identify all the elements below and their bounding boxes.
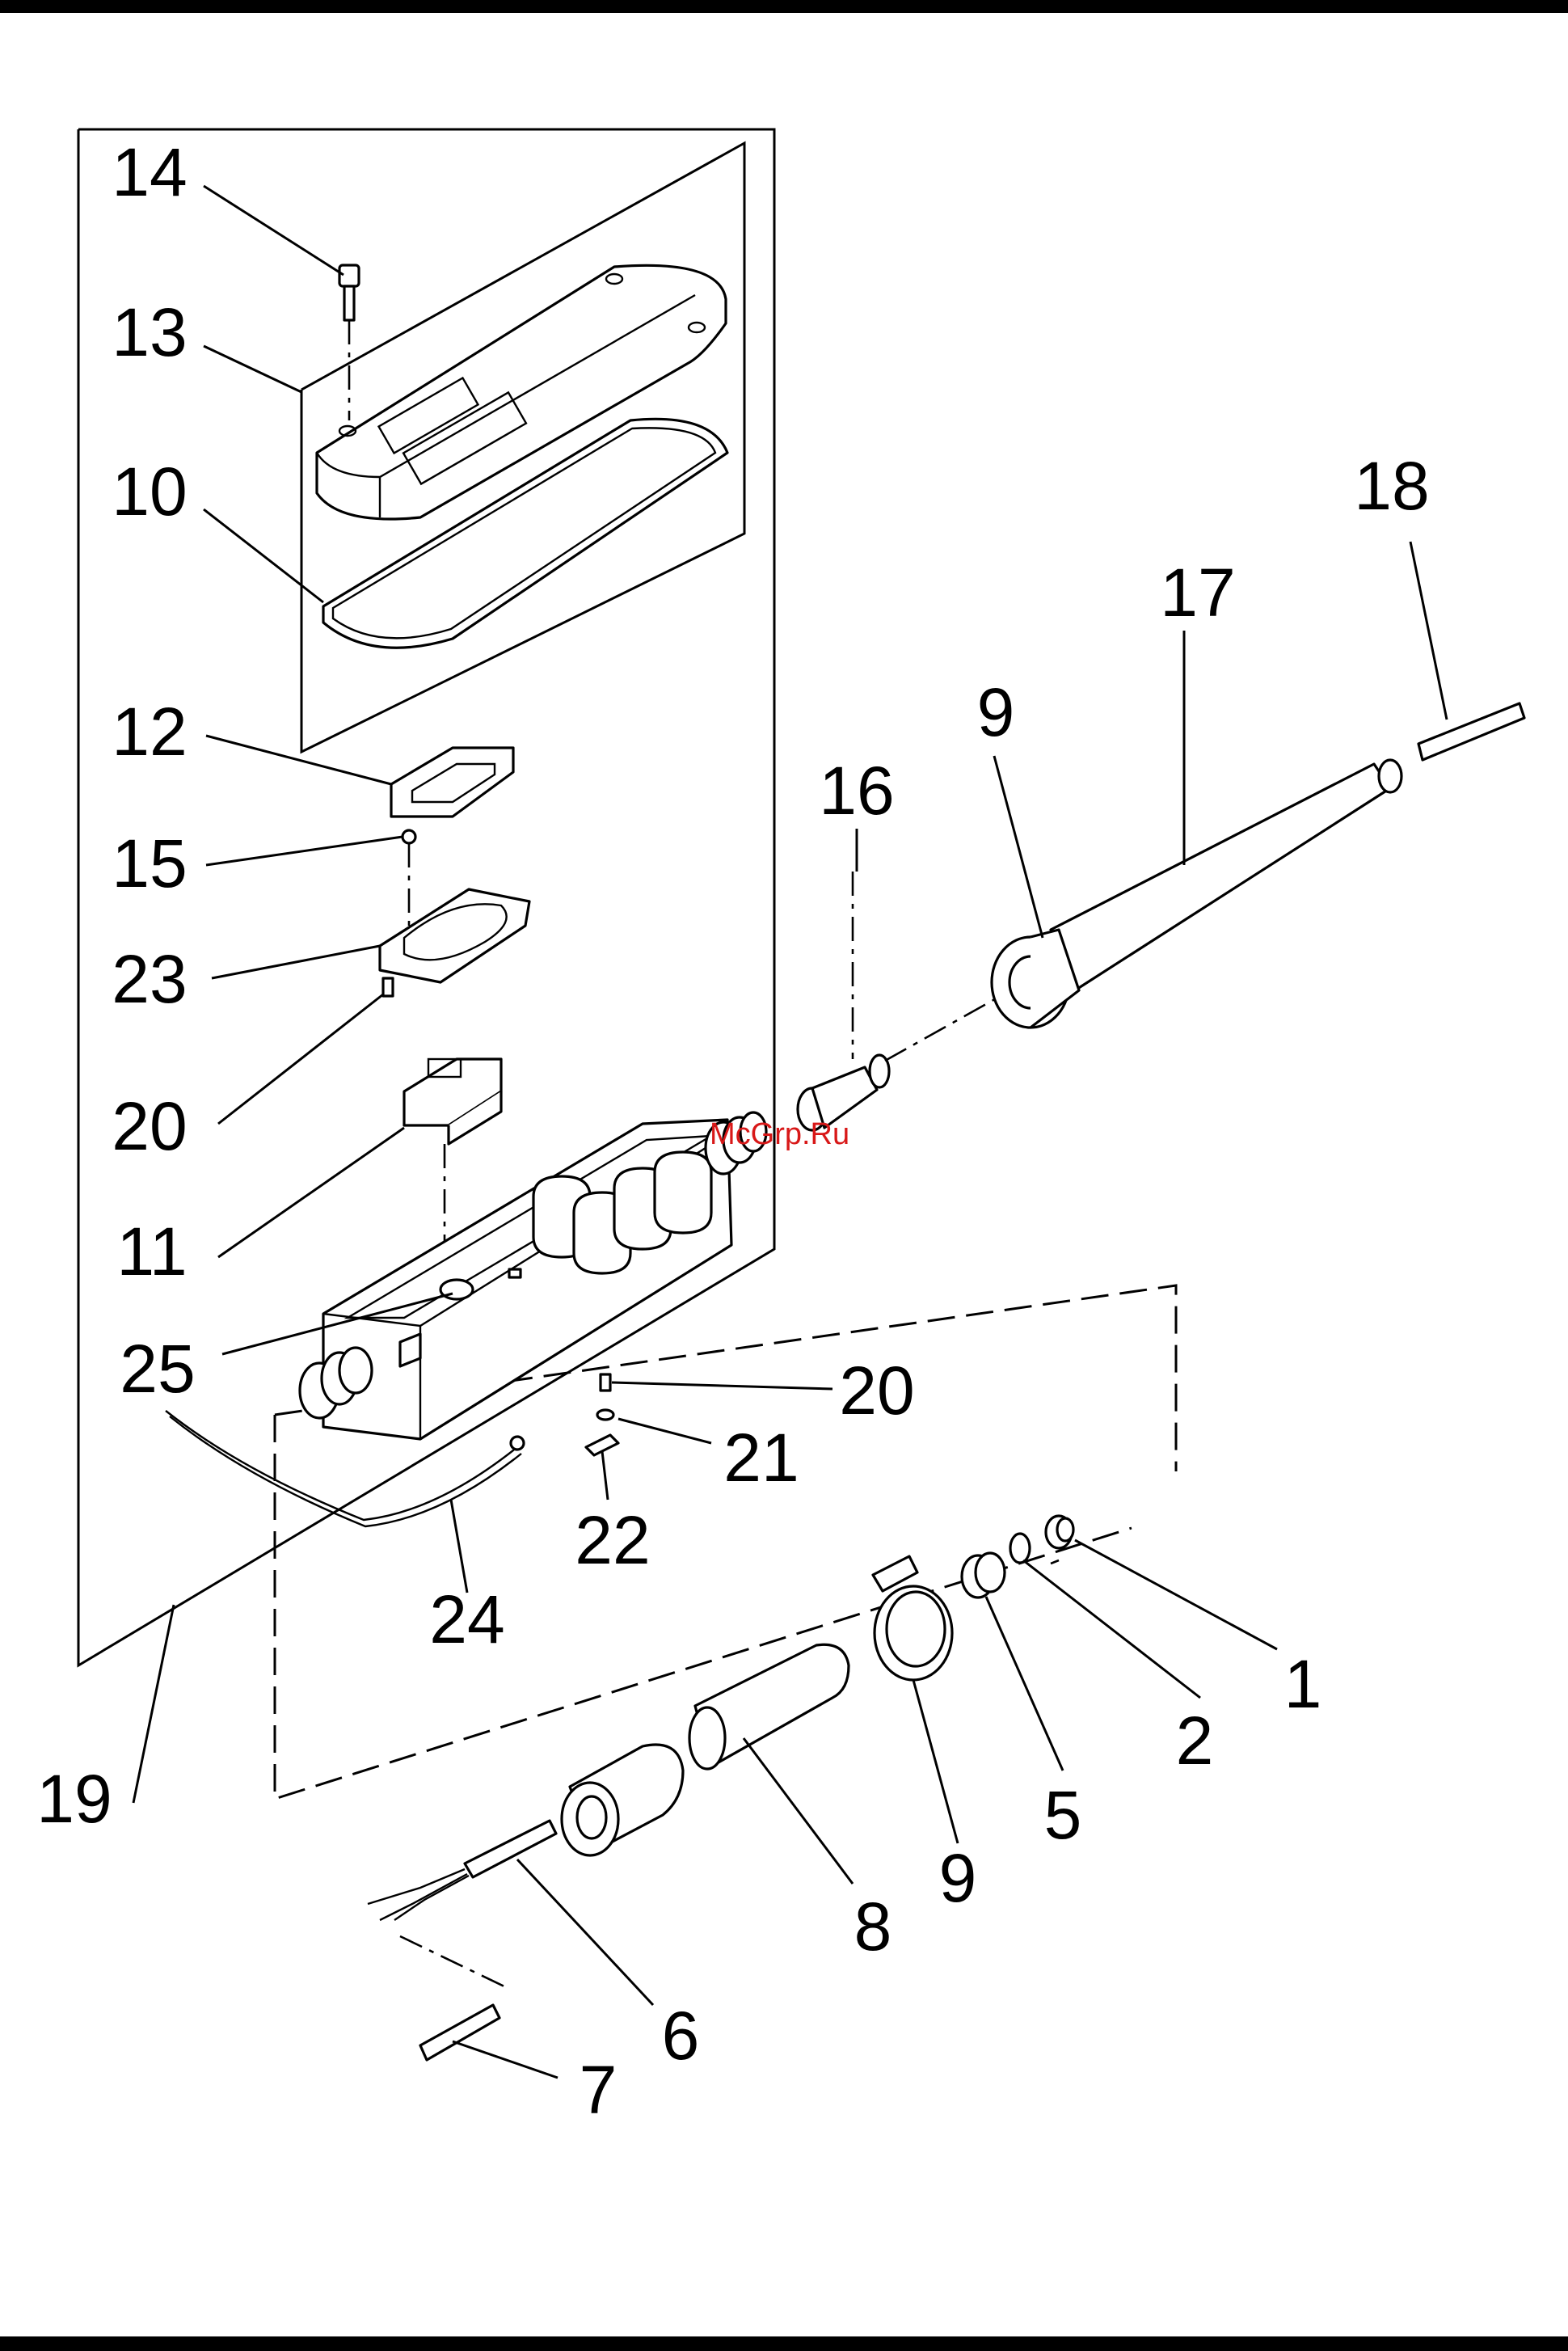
callout-21: 21: [723, 1420, 799, 1496]
strain-relief-sleeve: [992, 760, 1402, 1028]
threaded-fitting-part: [962, 1553, 1005, 1598]
set-screw-part: [383, 978, 393, 996]
protective-tube-part: [689, 1644, 849, 1769]
power-cable-part: [368, 1821, 556, 1989]
callout-25: 25: [120, 1331, 195, 1407]
callout-15: 15: [112, 825, 187, 901]
switch-frame-part: [380, 889, 529, 982]
callout-5: 5: [1044, 1777, 1082, 1853]
callout-23: 23: [112, 941, 187, 1017]
cable-sleeve-part: [420, 2005, 499, 2060]
callout-2: 2: [1176, 1703, 1214, 1779]
ground-screw-set: [586, 1374, 618, 1455]
callout-16: 16: [819, 753, 894, 829]
callout-9-lower: 9: [939, 1840, 977, 1916]
callout-1: 1: [1284, 1646, 1322, 1722]
callout-10: 10: [112, 454, 187, 530]
watermark: McGrp.Ru: [710, 1117, 849, 1151]
cable-axis-line: [885, 993, 1006, 1061]
callout-20: 20: [112, 1088, 187, 1164]
control-box-housing: [323, 1120, 731, 1439]
callout-13: 13: [112, 294, 187, 370]
top-border: [0, 0, 1568, 13]
callout-17: 17: [1160, 555, 1235, 631]
callout-18: 18: [1354, 448, 1429, 524]
screw-part: [339, 265, 359, 420]
callout-14: 14: [112, 134, 187, 210]
nut-part: [1046, 1516, 1073, 1548]
callout-6: 6: [662, 1998, 700, 2074]
callout-24: 24: [429, 1581, 504, 1657]
callout-20-lower: 20: [839, 1353, 914, 1429]
washer-part: [1010, 1534, 1030, 1563]
lower-axis-line: [1051, 1560, 1059, 1564]
callout-11: 11: [116, 1213, 187, 1289]
callout-22: 22: [575, 1502, 650, 1578]
callout-19: 19: [36, 1761, 112, 1837]
callout-12: 12: [112, 694, 187, 770]
callout-8: 8: [854, 1889, 892, 1965]
callout-9-upper: 9: [977, 674, 1015, 750]
bottom-border: [0, 2336, 1568, 2351]
cable-end-part: [1418, 703, 1524, 760]
rubber-bushing-part: [562, 1745, 683, 1855]
callout-7: 7: [580, 2052, 618, 2128]
cable-connector-part: [798, 872, 889, 1130]
clamp-ring-part: [873, 1556, 952, 1680]
switch-seal-part: [391, 748, 513, 817]
